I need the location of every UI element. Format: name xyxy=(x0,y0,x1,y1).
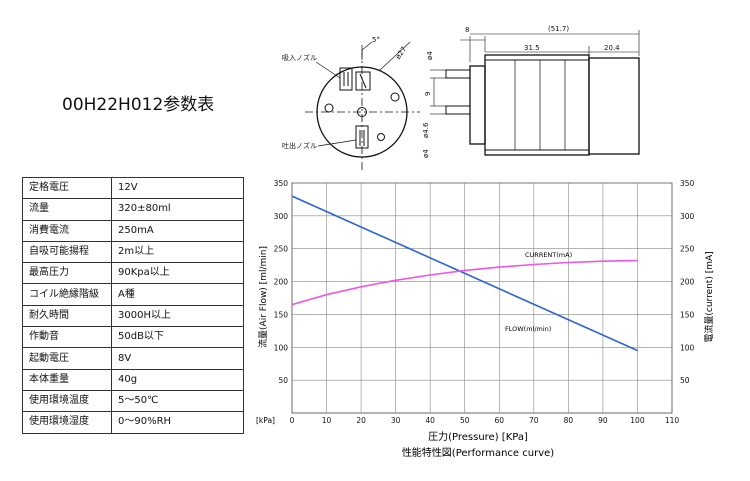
x-tick-label: 100 xyxy=(630,416,645,425)
y-tick-label-left: 350 xyxy=(274,179,289,188)
dim-dia4-bottom: ø4 xyxy=(422,149,430,158)
chart-frame xyxy=(291,182,673,414)
x-tick-label: 20 xyxy=(356,416,366,425)
y-tick-label-right: 200 xyxy=(680,278,695,287)
x-tick-label: 50 xyxy=(460,416,470,425)
series-label-current: CURRENT(mA) xyxy=(525,251,572,259)
x-tick-label: 80 xyxy=(564,416,574,425)
x-tick-label: 90 xyxy=(598,416,608,425)
x-tick-label: 110 xyxy=(665,416,680,425)
x-tick-label: 30 xyxy=(391,416,401,425)
y-axis-title-left: 流量(Air Flow) [ml/min] xyxy=(257,246,269,348)
dim-dia4-top: ø4 xyxy=(426,51,434,60)
chart-caption: 性能特性図(Performance curve) xyxy=(402,446,554,459)
x-axis-title: 圧力(Pressure) [KPa] xyxy=(428,430,528,443)
x-tick-label: 60 xyxy=(494,416,504,425)
inlet-nozzle xyxy=(339,67,353,91)
y-tick-label-left: 50 xyxy=(278,376,288,385)
page-title: 00H22H012参数表 xyxy=(62,95,215,115)
series-label-flow: FLOW(ml/min) xyxy=(505,325,551,333)
x-tick-label: 0 xyxy=(290,416,295,425)
x-tick-label: 10 xyxy=(322,416,332,425)
dim-angle: 5° xyxy=(372,36,380,44)
dim-20-4: 20.4 xyxy=(604,44,620,52)
y-tick-label-left: 300 xyxy=(274,212,289,221)
y-tick-label-left: 150 xyxy=(274,310,289,319)
pump-drawing: 吸入ノズル 吐出ノズル 5° ø27 ø4 9 ø4.6 ø4 8 (51.7)… xyxy=(282,25,640,170)
dim-8: 8 xyxy=(465,26,469,34)
flow-series-line xyxy=(291,195,638,352)
y-tick-label-right: 50 xyxy=(680,376,690,385)
dim-31-5: 31.5 xyxy=(524,44,540,52)
spec-value: 0～90%RH xyxy=(111,411,244,434)
current-series-line xyxy=(291,259,638,306)
inlet-label: 吸入ノズル xyxy=(282,53,317,62)
y-tick-label-left: 250 xyxy=(274,245,289,254)
y-tick-label-right: 100 xyxy=(680,343,695,352)
y-tick-label-left: 200 xyxy=(274,278,289,287)
nozzle-block xyxy=(355,71,371,91)
side-view-pump-head xyxy=(469,65,486,145)
outlet-label: 吐出ノズル xyxy=(282,141,317,150)
y-tick-label-left: 100 xyxy=(274,343,289,352)
dim-9: 9 xyxy=(424,92,432,96)
x-tick-label: 70 xyxy=(529,416,539,425)
y-tick-label-right: 250 xyxy=(680,245,695,254)
outlet-nozzle xyxy=(355,125,369,149)
y-tick-label-right: 150 xyxy=(680,310,695,319)
x-tick-label: 40 xyxy=(425,416,435,425)
y-tick-label-right: 350 xyxy=(680,179,695,188)
dim-total: (51.7) xyxy=(548,25,569,33)
y-axis-title-right: 電流量(current) [mA] xyxy=(703,251,715,342)
y-tick-label-right: 300 xyxy=(680,212,695,221)
x-unit-label: [kPa] xyxy=(256,416,275,425)
dim-dia46: ø4.6 xyxy=(422,122,430,138)
